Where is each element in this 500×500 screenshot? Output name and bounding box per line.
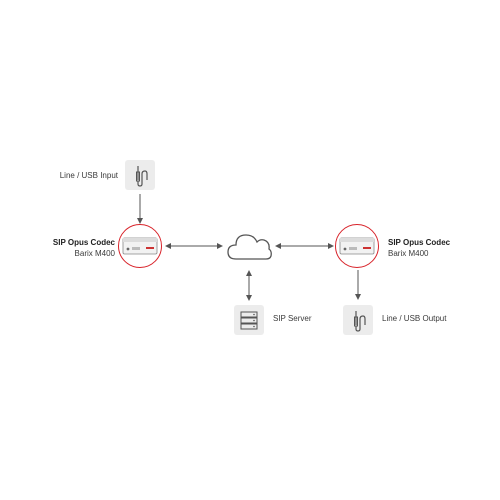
codec-right-title: SIP Opus Codec: [388, 238, 451, 247]
audio-jack-icon: [354, 311, 366, 332]
codec-device-icon: [339, 237, 375, 255]
codec-right-ring: [335, 224, 379, 268]
audio-jack-icon: [136, 166, 148, 187]
cloud-icon: [227, 234, 272, 260]
line-usb-input-label: Line / USB Input: [59, 171, 118, 180]
server-icon: [240, 311, 258, 330]
sip-server-label: SIP Server: [273, 314, 312, 323]
sip-server-icon-box: [234, 305, 264, 335]
codec-device-icon: [122, 237, 158, 255]
codec-left-title: SIP Opus Codec: [52, 238, 115, 247]
codec-left-model: Barix M400: [74, 249, 115, 258]
codec-left-ring: [118, 224, 162, 268]
line-input-icon-box: [125, 160, 155, 190]
line-output-icon-box: [343, 305, 373, 335]
codec-right-model: Barix M400: [388, 249, 429, 258]
line-usb-output-label: Line / USB Output: [382, 314, 447, 323]
